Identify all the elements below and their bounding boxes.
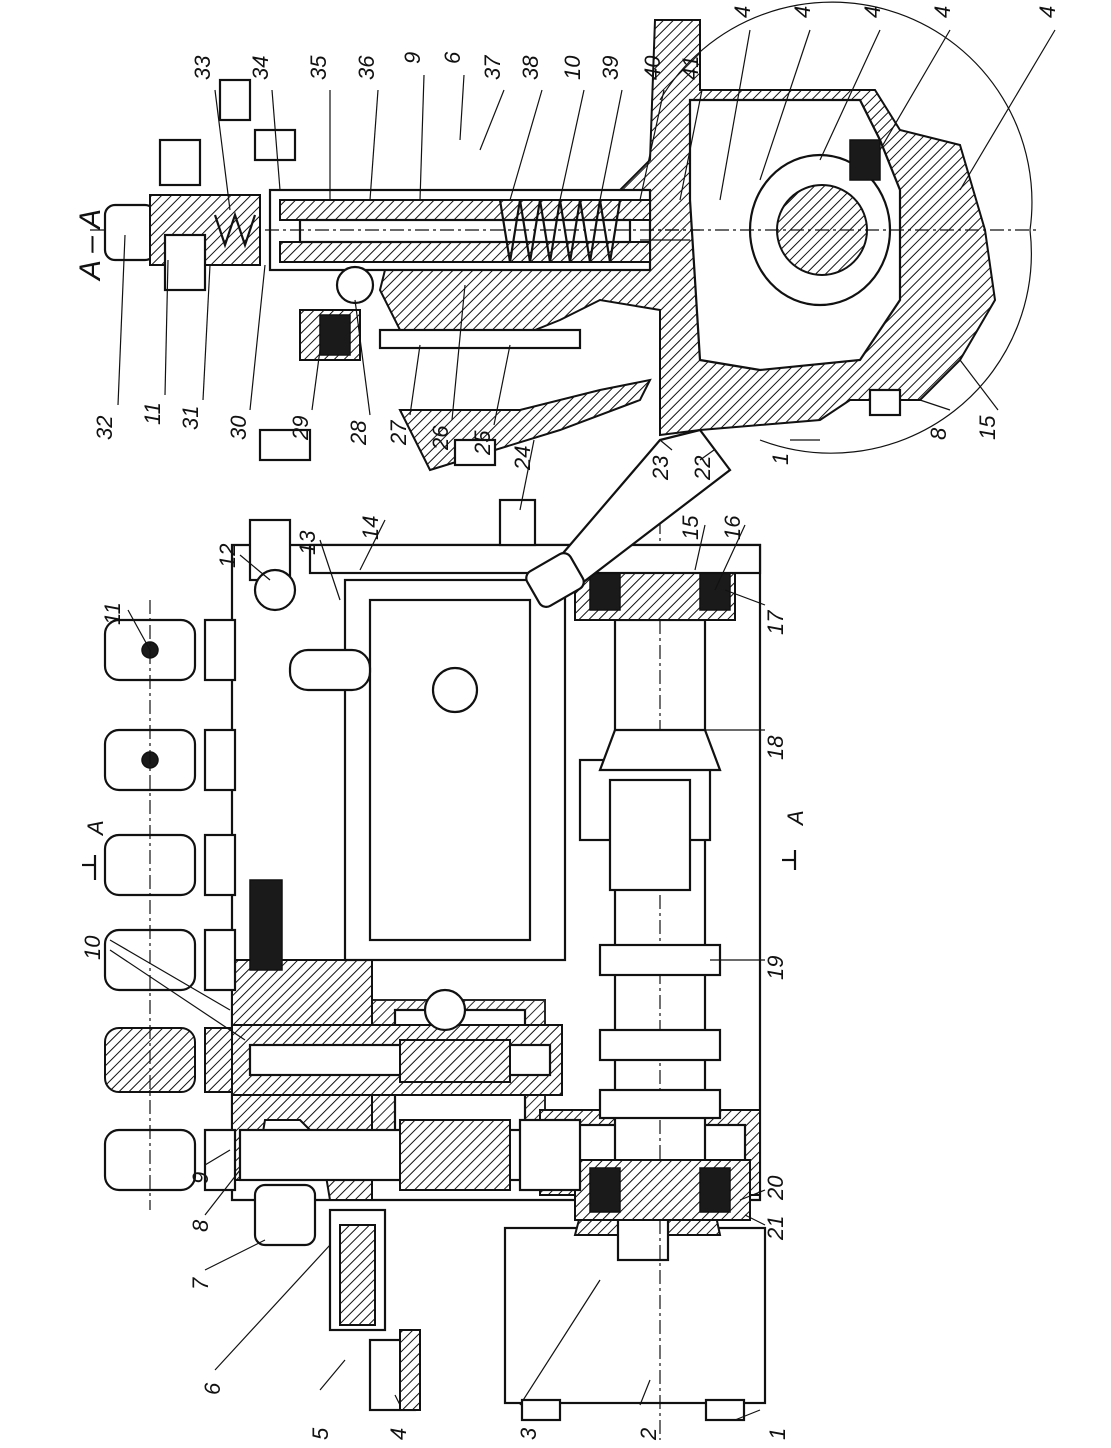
section-mark-top: A [82, 820, 108, 880]
label-17: 17 [763, 610, 788, 635]
section-view [90, 1, 1040, 608]
label-3: 3 [516, 1427, 541, 1440]
label-1: 1 [765, 1428, 790, 1440]
bearing-left [574, 1159, 751, 1221]
label-15r: 15 [975, 415, 1000, 440]
svg-text:A: A [783, 810, 808, 827]
label-12: 12 [215, 544, 240, 568]
top-fitting [103, 138, 261, 292]
label-9r: 9 [400, 52, 425, 64]
section-mark-bottom: A [782, 810, 808, 870]
label-28: 28 [346, 420, 371, 446]
label-4d: 4 [930, 6, 955, 18]
label-32: 32 [92, 416, 117, 440]
label-39: 39 [598, 56, 623, 80]
svg-text:A: A [83, 820, 108, 837]
label-15: 15 [678, 515, 703, 540]
label-8: 8 [188, 1219, 213, 1232]
camshaft-section [640, 153, 1040, 307]
label-8r: 8 [926, 427, 951, 440]
label-30: 30 [226, 415, 251, 440]
label-9: 9 [188, 1172, 213, 1184]
label-26: 26 [428, 425, 453, 451]
plunger-column [90, 188, 700, 272]
coupling-arc [659, 1, 1033, 454]
label-25: 25 [470, 430, 495, 456]
label-5: 5 [308, 1427, 333, 1440]
label-4b: 4 [790, 6, 815, 18]
label-22: 22 [690, 456, 715, 481]
label-7: 7 [188, 1277, 213, 1290]
label-24: 24 [510, 446, 535, 471]
section-title: A – A [74, 209, 107, 282]
label-40: 40 [640, 55, 665, 80]
label-6: 6 [200, 1382, 225, 1395]
label-20: 20 [763, 1175, 788, 1201]
label-38: 38 [518, 55, 543, 80]
plunger-section [231, 1024, 582, 1192]
label-6r: 6 [440, 51, 465, 64]
label-2: 2 [636, 1428, 661, 1441]
label-33: 33 [190, 55, 215, 80]
label-4c: 4 [860, 6, 885, 18]
label-37: 37 [480, 55, 505, 80]
label-35: 35 [306, 55, 331, 80]
label-16: 16 [720, 515, 745, 540]
label-18: 18 [763, 735, 788, 760]
left-labels: 1 2 3 4 5 6 7 8 9 10 11 12 13 14 15 16 1… [80, 515, 808, 1441]
label-34: 34 [248, 56, 273, 80]
label-19: 19 [763, 956, 788, 980]
label-41: 41 [678, 56, 703, 80]
label-11: 11 [100, 602, 125, 625]
label-13: 13 [295, 530, 320, 555]
stop-lever [525, 428, 732, 608]
label-1r: 1 [768, 453, 793, 465]
fitting-7 [253, 1183, 317, 1247]
label-4: 4 [386, 1428, 411, 1440]
label-21: 21 [763, 1216, 788, 1241]
label-11r: 11 [140, 402, 165, 425]
label-4e: 4 [1035, 6, 1060, 18]
right-labels: A – A 32 11 31 30 29 28 27 26 25 24 23 2… [74, 6, 1060, 511]
label-10: 10 [80, 935, 105, 960]
side-view [103, 518, 767, 1440]
label-10r: 10 [560, 55, 585, 80]
label-36: 36 [354, 55, 379, 80]
delivery-valves [103, 600, 237, 1210]
label-4a: 4 [730, 6, 755, 18]
label-27: 27 [386, 420, 411, 446]
label-31: 31 [178, 406, 203, 430]
label-14: 14 [358, 516, 383, 540]
label-23: 23 [648, 455, 673, 481]
label-29: 29 [288, 416, 313, 441]
